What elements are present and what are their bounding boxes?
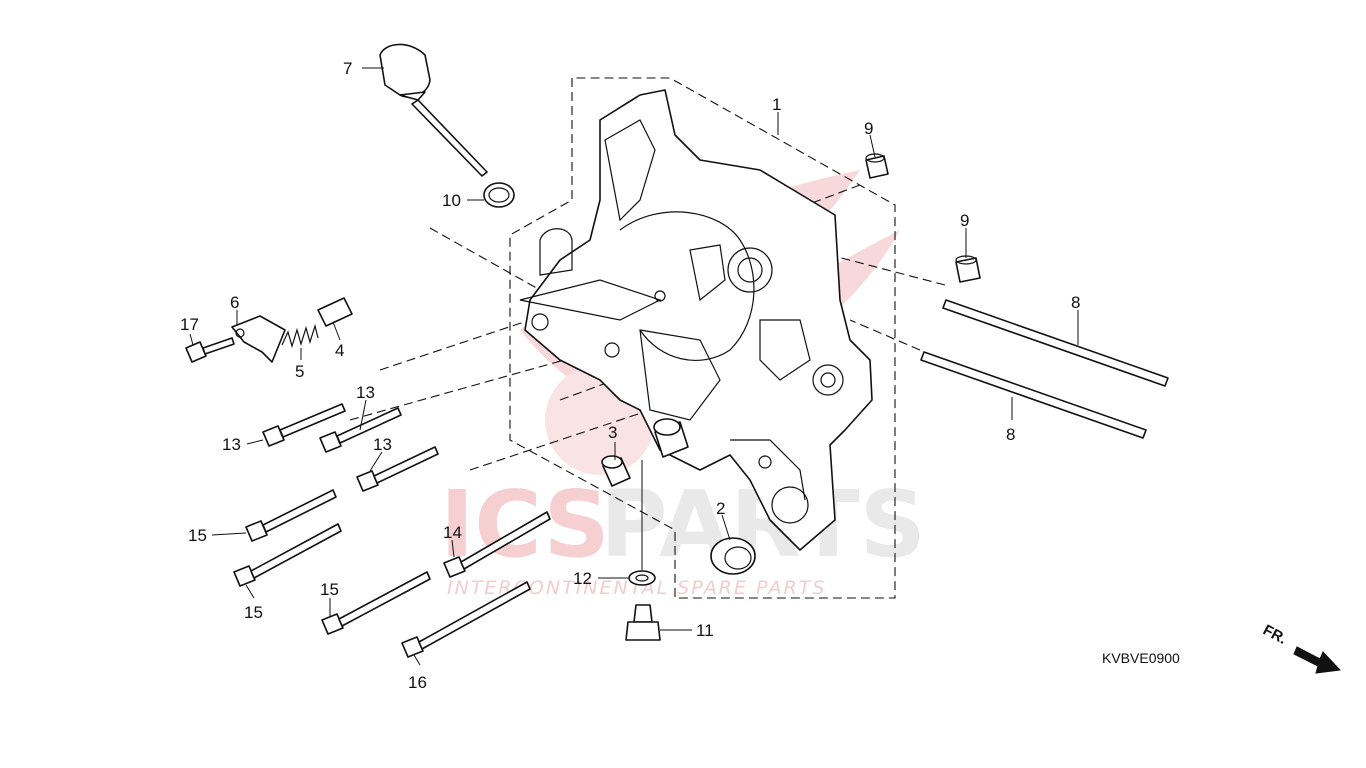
crankcase-cover[interactable] — [519, 89, 873, 551]
collar[interactable] — [317, 297, 353, 327]
callout-11: 11 — [696, 621, 714, 640]
callout-15-b: 15 — [244, 603, 263, 622]
stud-bolt-8-b[interactable] — [920, 351, 1147, 439]
o-ring[interactable] — [483, 182, 515, 208]
bolt-13-c[interactable] — [356, 446, 439, 492]
callout-15-a: 15 — [188, 526, 207, 545]
callout-17: 17 — [180, 315, 199, 334]
callout-14: 14 — [443, 523, 462, 542]
spring[interactable] — [281, 323, 319, 349]
bearing[interactable] — [710, 537, 756, 575]
bolt-13-a[interactable] — [262, 403, 346, 447]
callout-10: 10 — [442, 191, 461, 210]
callout-7: 7 — [343, 59, 352, 78]
callout-6: 6 — [230, 293, 239, 312]
callout-labels: 1 2 3 4 5 6 7 8 8 9 9 10 11 12 13 13 13 … — [180, 59, 1080, 692]
callout-2: 2 — [716, 499, 725, 518]
oil-dipstick[interactable] — [379, 43, 488, 177]
callout-9-a: 9 — [864, 119, 873, 138]
callout-8-b: 8 — [1006, 425, 1015, 444]
callout-5: 5 — [295, 362, 304, 381]
guide-plate[interactable] — [231, 315, 286, 363]
front-indicator: FR. — [1260, 622, 1342, 674]
callout-1: 1 — [772, 95, 781, 114]
callout-12: 12 — [573, 569, 592, 588]
stud-bolt-8-a[interactable] — [942, 299, 1169, 387]
front-arrow-icon — [1293, 646, 1342, 674]
bolt-15-a[interactable] — [245, 489, 337, 542]
callout-3: 3 — [608, 423, 617, 442]
callout-16: 16 — [408, 673, 427, 692]
bolt-14[interactable] — [443, 511, 551, 578]
bolt-16[interactable] — [401, 581, 531, 658]
leader-lines — [189, 67, 1079, 666]
callout-13-b: 13 — [356, 383, 375, 402]
bolt-15-c[interactable] — [321, 571, 431, 635]
callout-4: 4 — [335, 341, 344, 360]
callout-8-a: 8 — [1071, 293, 1080, 312]
callout-15-c: 15 — [320, 580, 339, 599]
callout-9-b: 9 — [960, 211, 969, 230]
callout-13-c: 13 — [373, 435, 392, 454]
dowel-pin-small[interactable] — [601, 455, 631, 487]
bolt-13-b[interactable] — [319, 407, 402, 453]
dowel-9-a[interactable] — [865, 153, 889, 179]
drain-bolt[interactable] — [625, 604, 661, 641]
flange-bolt-small[interactable] — [185, 337, 235, 363]
front-indicator-label: FR. — [1260, 622, 1289, 648]
bolt-15-b[interactable] — [233, 523, 342, 587]
callout-13-a: 13 — [222, 435, 241, 454]
dowel-9-b[interactable] — [955, 255, 981, 283]
dowel-pin-large[interactable] — [653, 418, 689, 458]
watermark-tagline: INTERCONTINENTAL SPARE PARTS — [447, 577, 826, 599]
diagram-code: KVBVE0900 — [1102, 650, 1180, 666]
sealing-washer[interactable] — [628, 570, 656, 586]
